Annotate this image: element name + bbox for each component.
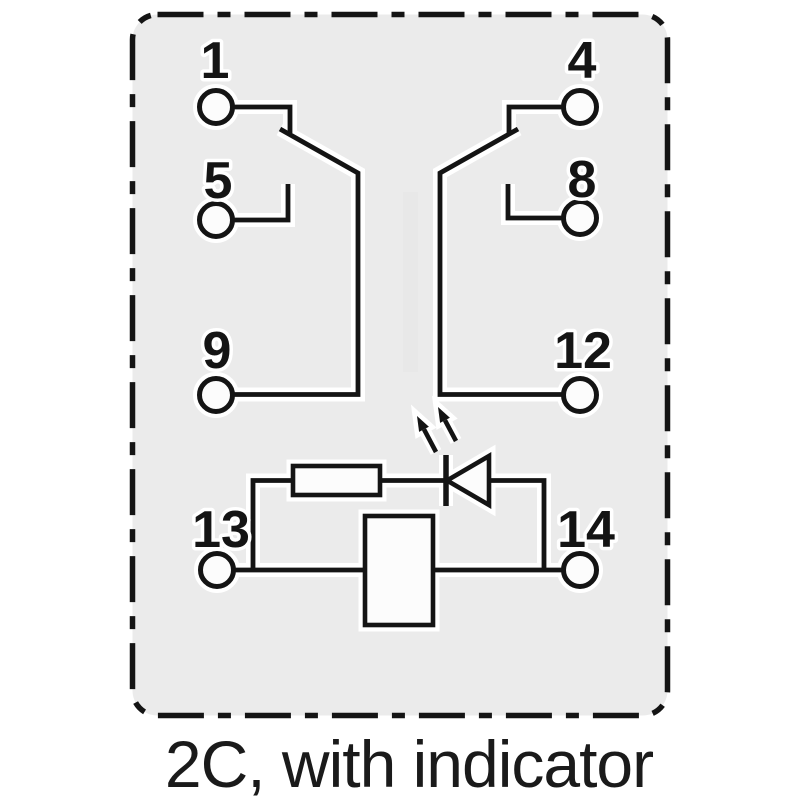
pin-label-13: 13 [192, 501, 250, 559]
pin-label-9: 9 [203, 322, 232, 380]
led-diode-symbol [442, 451, 492, 510]
wire-branch-right [487, 478, 547, 570]
pin-terminal-14 [561, 551, 599, 589]
light-arrow-head [438, 407, 450, 423]
wire-right-pole-arm [437, 126, 563, 397]
pin-label-1: 1 [201, 32, 230, 90]
pin-label-12: 12 [554, 322, 612, 380]
wire-left-pole-arm [233, 126, 361, 397]
light-arrow-shaft [442, 419, 459, 443]
wire-pin5-contact-stub [233, 184, 291, 223]
relay-coil-symbol [362, 513, 436, 628]
circuit-ink-layer [197, 88, 599, 628]
light-arrow-icon [417, 416, 439, 454]
wire-pin4-contact-stub [506, 104, 563, 133]
wire-pin1-contact-stub [233, 104, 293, 133]
background-smudge [403, 192, 418, 372]
panel-dashed-border [129, 11, 671, 719]
pin-terminal-4 [561, 88, 599, 126]
wire-branch-left [250, 478, 295, 570]
diagram-caption: 2C, with indicator [165, 727, 653, 800]
wire-pin8-contact-stub [505, 184, 563, 221]
resistor-symbol [290, 463, 383, 498]
pin-labels: 1 5 9 13 4 8 12 14 [189, 29, 619, 563]
light-arrow-icon [438, 407, 459, 443]
pin-terminal-12 [561, 376, 599, 414]
pin-terminal-9 [197, 376, 235, 414]
light-arrow-shaft [421, 428, 439, 454]
pin-terminal-1 [197, 88, 235, 126]
pin-label-8: 8 [568, 151, 597, 209]
pin-terminal-8 [561, 199, 599, 237]
pin-label-5: 5 [204, 152, 233, 210]
light-arrow-head [417, 416, 429, 432]
pin-label-4: 4 [568, 32, 597, 90]
pin-terminal-13 [198, 551, 236, 589]
pin-label-14: 14 [557, 501, 615, 559]
pin-terminal-5 [197, 201, 235, 239]
